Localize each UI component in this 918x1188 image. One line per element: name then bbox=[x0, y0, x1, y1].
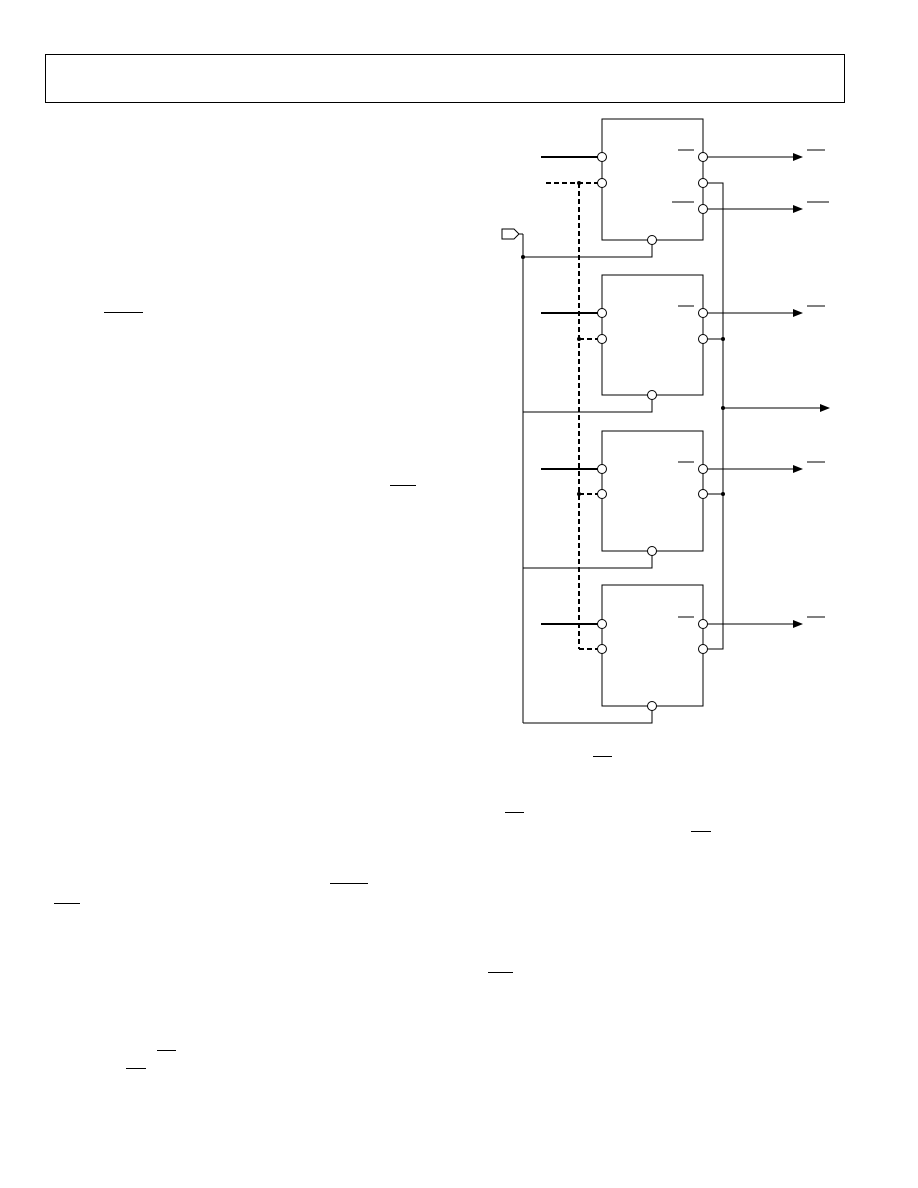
clock-connector-shape bbox=[501, 228, 520, 240]
body-overbar-6 bbox=[54, 903, 80, 904]
clock-branch-device-4 bbox=[523, 706, 653, 724]
device-4-pin-right-2 bbox=[698, 644, 708, 654]
body-overbar-7 bbox=[488, 972, 513, 973]
device-2-pin-left-1 bbox=[597, 308, 607, 318]
caption-overbar bbox=[593, 756, 612, 757]
dashed-junction-2 bbox=[577, 337, 581, 341]
device-2-pin-right-2 bbox=[698, 334, 708, 344]
right-bus-top bbox=[703, 182, 724, 650]
device-4-box bbox=[601, 584, 704, 707]
device-3-pin-right-1 bbox=[698, 464, 708, 474]
device-1-pin-right-1 bbox=[698, 152, 708, 162]
page-header-box bbox=[45, 54, 845, 103]
device-2-pin-left-2 bbox=[597, 334, 607, 344]
device-4-pin-bottom bbox=[647, 701, 657, 711]
clock-branch-device-1 bbox=[523, 240, 653, 258]
device-4-pin-right-1 bbox=[698, 619, 708, 629]
right-bus-junction-1 bbox=[721, 337, 725, 341]
device-2-pin-bottom bbox=[647, 390, 657, 400]
device-2-pin-right-1 bbox=[698, 308, 708, 318]
device-3-pin-left-1 bbox=[597, 464, 607, 474]
dashed-junction-1 bbox=[577, 181, 581, 185]
body-overbar-4 bbox=[691, 831, 711, 832]
device-3-pin-left-2 bbox=[597, 489, 607, 499]
clock-branch-device-2 bbox=[523, 395, 653, 413]
right-bus-junction-3 bbox=[721, 492, 725, 496]
device-1-box bbox=[601, 118, 704, 241]
device-1-pin-right-3 bbox=[698, 204, 708, 214]
body-overbar-8 bbox=[157, 1050, 176, 1051]
device-1-pin-left-2 bbox=[597, 178, 607, 188]
device-4-pin-left-1 bbox=[597, 619, 607, 629]
clock-branch-device-3 bbox=[523, 551, 653, 569]
device-3-box bbox=[601, 430, 704, 552]
body-overbar-3 bbox=[505, 812, 524, 813]
device-1-pin-bottom bbox=[647, 235, 657, 245]
body-overbar-1 bbox=[104, 312, 143, 313]
device-2-box bbox=[601, 274, 704, 396]
dashed-junction-3 bbox=[577, 492, 581, 496]
device-1-pin-left-1 bbox=[597, 152, 607, 162]
device-1-pin-right-2 bbox=[698, 178, 708, 188]
body-overbar-5 bbox=[330, 883, 368, 884]
device-4-pin-left-2 bbox=[597, 644, 607, 654]
device-3-pin-right-2 bbox=[698, 489, 708, 499]
body-overbar-9 bbox=[126, 1068, 146, 1069]
body-overbar-2 bbox=[390, 485, 416, 486]
device-3-pin-bottom bbox=[647, 546, 657, 556]
